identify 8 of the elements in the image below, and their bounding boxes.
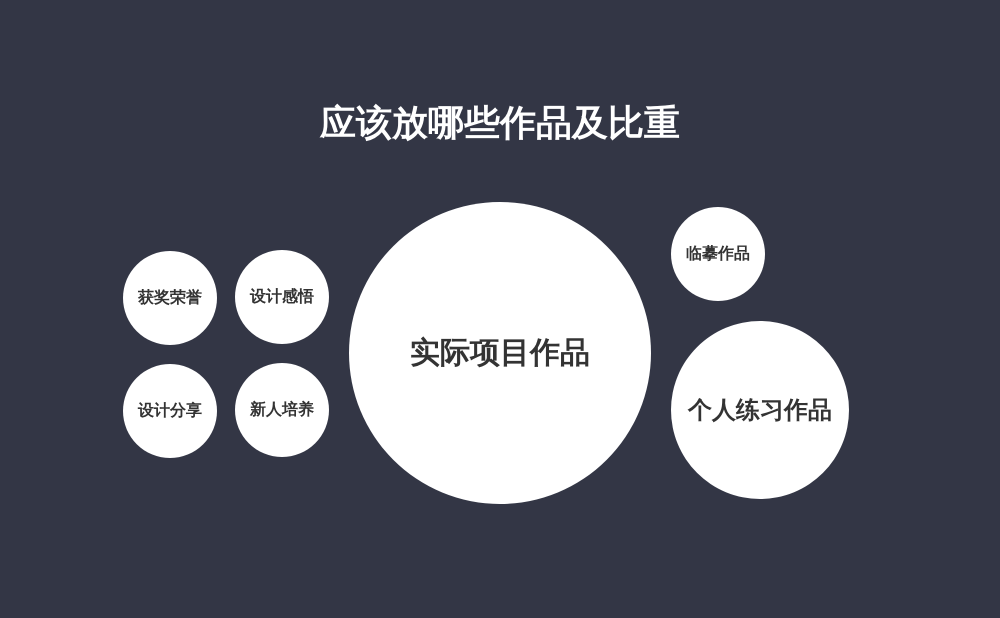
circle-label: 个人练习作品: [688, 395, 832, 426]
title: 应该放哪些作品及比重: [320, 103, 680, 144]
circle-label: 实际项目作品: [410, 334, 590, 372]
circle-label: 设计分享: [138, 400, 202, 422]
circle-label: 新人培养: [250, 400, 314, 420]
circle-label: 获奖荣誉: [138, 288, 202, 308]
circle-label: 临摹作品: [686, 244, 750, 264]
circle-label: 设计感悟: [250, 286, 314, 308]
